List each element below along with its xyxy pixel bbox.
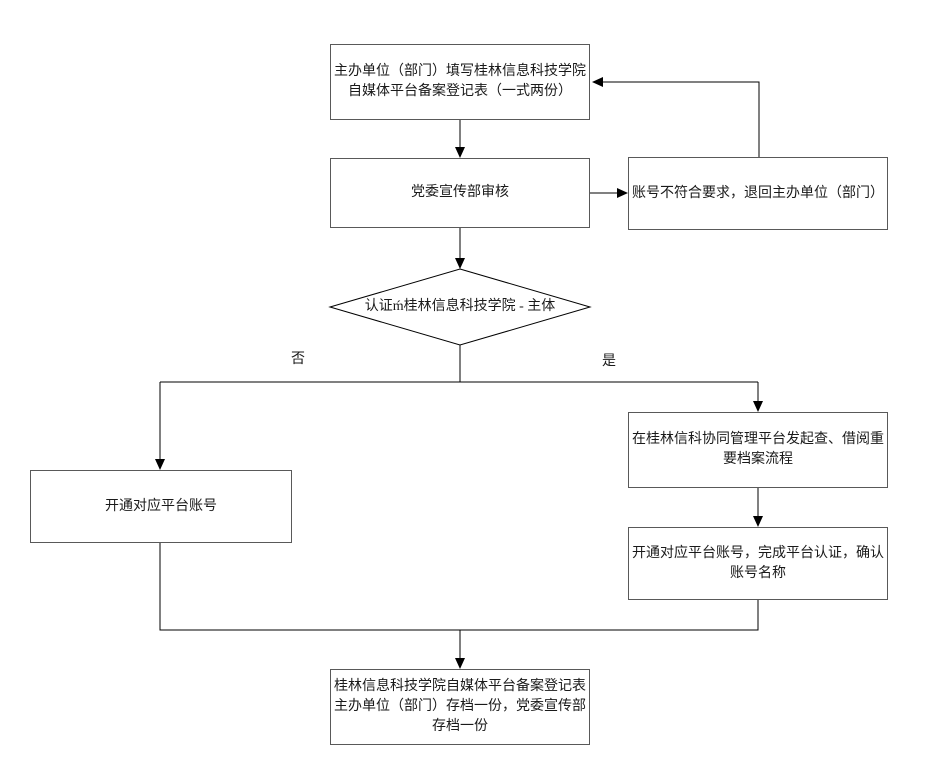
arrowheads xyxy=(155,77,763,669)
node-initiate-process-label: 在桂林信科协同管理平台发起查、借阅重要档案流程 xyxy=(632,432,884,467)
node-review: 党委宣传部审核 xyxy=(330,158,590,228)
arrow-into-review xyxy=(455,147,465,158)
node-archive-label: 桂林信息科技学院自媒体平台备案登记表主办单位（部门）存档一份，党委宣传部存档一份 xyxy=(334,679,586,734)
node-initiate-process: 在桂林信科协同管理平台发起查、借阅重要档案流程 xyxy=(628,412,888,488)
arrow-into-open-account xyxy=(155,459,165,470)
arrow-into-initiate-process xyxy=(753,401,763,412)
node-archive: 桂林信息科技学院自媒体平台备案登记表主办单位（部门）存档一份，党委宣传部存档一份 xyxy=(330,669,590,745)
arrow-into-archive xyxy=(455,658,465,669)
arrow-into-open-and-certify xyxy=(753,516,763,527)
arrow-into-reject xyxy=(617,188,628,198)
node-fill-form-label: 主办单位（部门）填写桂林信息科技学院自媒体平台备案登记表（一式两份） xyxy=(334,64,586,99)
node-reject-label: 账号不符合要求，退回主办单位（部门） xyxy=(632,185,884,201)
node-open-and-certify: 开通对应平台账号，完成平台认证，确认账号名称 xyxy=(628,527,888,600)
decision-diamond-label: 认证ḿ桂林信息科技学院 - 主体 xyxy=(364,299,556,314)
arrow-into-fill-form xyxy=(592,77,603,87)
node-open-account: 开通对应平台账号 xyxy=(30,470,292,543)
decision-diamond-shape xyxy=(328,268,592,346)
node-open-and-certify-label: 开通对应平台账号，完成平台认证，确认账号名称 xyxy=(632,545,884,581)
node-review-label: 党委宣传部审核 xyxy=(411,185,509,200)
node-reject: 账号不符合要求，退回主办单位（部门） xyxy=(628,157,888,230)
node-fill-form: 主办单位（部门）填写桂林信息科技学院自媒体平台备案登记表（一式两份） xyxy=(330,44,590,120)
branch-label-yes: 是 xyxy=(601,354,617,370)
arrow-into-decision xyxy=(455,258,465,269)
branch-label-no: 否 xyxy=(290,352,306,368)
node-open-account-label: 开通对应平台账号 xyxy=(105,498,217,514)
connector-lines xyxy=(159,81,760,659)
